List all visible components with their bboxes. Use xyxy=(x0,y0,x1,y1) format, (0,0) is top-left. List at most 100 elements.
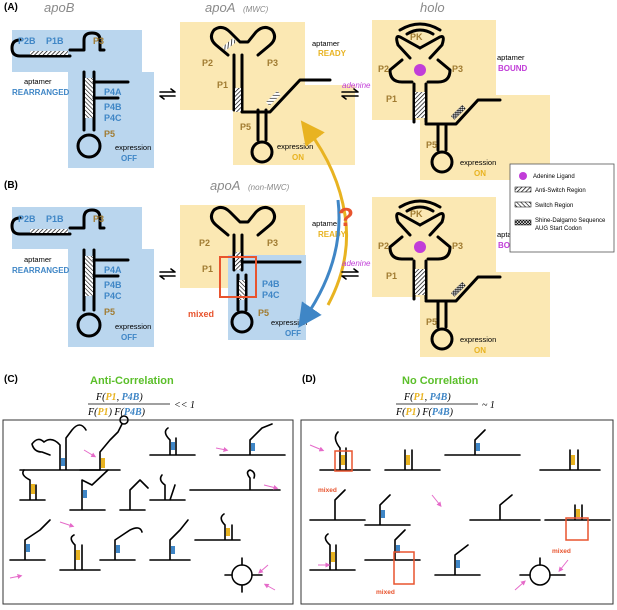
status-bound-a: BOUND xyxy=(498,64,528,73)
apob-structure-b: P2B P1B P3 P4A P4B P4C P5 xyxy=(10,207,154,347)
helix-p1b-label-a: P1B xyxy=(46,36,64,46)
mixed-label-d3: mixed xyxy=(376,589,395,596)
status-ready-a: READY xyxy=(318,49,347,58)
legend-item-1: Anti-Switch Region xyxy=(535,188,586,194)
holo-structure-a: PK P2 P3 P1 P5 xyxy=(372,20,550,180)
formula-d: F(P1, P4B) F(P1) F(P4B) ~ 1 xyxy=(395,392,495,418)
expression-word-b2: expression xyxy=(271,318,307,327)
adenine-ligand-icon-b xyxy=(414,241,426,253)
status-off-a: OFF xyxy=(121,154,137,163)
svg-text:apoA: apoA xyxy=(210,178,240,193)
helix-p2-label-a2: P2 xyxy=(378,64,389,74)
helix-p4c-label-b: P4C xyxy=(104,291,122,301)
mixed-box-d2 xyxy=(565,517,589,541)
helix-p5-label-b1: P5 xyxy=(104,307,115,317)
status-off-b1: OFF xyxy=(121,333,137,342)
state-apoa-nonmwc-title: apoA (non-MWC) xyxy=(210,178,290,193)
equilibrium-arrow-b2 xyxy=(341,268,359,280)
helix-p3-label-a2: P3 xyxy=(267,58,278,68)
holo-structure-b: PK P2 P3 P1 P5 xyxy=(372,197,550,357)
ligand-dot-icon xyxy=(519,172,527,180)
helix-p1-label-a2: P1 xyxy=(386,94,397,104)
aptamer-word-b1: aptamer xyxy=(24,255,52,264)
expression-word-b1: expression xyxy=(115,322,151,331)
expression-word-b3: expression xyxy=(460,335,496,344)
svg-text:<< 1: << 1 xyxy=(174,400,195,411)
panel-c-label: (C) xyxy=(4,374,18,385)
helix-p4a-label-b: P4A xyxy=(104,265,122,275)
transition-arrow-to-nonmwc xyxy=(298,199,341,328)
helix-p2b-label-b: P2B xyxy=(18,214,36,224)
pink-pointer-arrows-c xyxy=(9,447,279,591)
svg-text:F(P1) F(P4B): F(P1) F(P4B) xyxy=(87,407,146,418)
legend-box: Adenine Ligand Anti-Switch Region Switch… xyxy=(509,163,615,253)
legend-item-0: Adenine Ligand xyxy=(533,174,575,180)
panel-b-label: (B) xyxy=(4,180,18,191)
helix-p2-label-a: P2 xyxy=(202,58,213,68)
adenine-label-a: adenine xyxy=(342,81,371,90)
mixed-box-d1 xyxy=(334,450,353,472)
status-rearranged-b: REARRANGED xyxy=(12,266,70,275)
legend-item-4: AUG Start Codon xyxy=(535,226,582,232)
aptamer-word-a2: aptamer xyxy=(312,39,340,48)
svg-text:F(P1, P4B): F(P1, P4B) xyxy=(403,392,451,403)
helix-p5-label-a3: P5 xyxy=(426,140,437,150)
status-on-b: ON xyxy=(474,346,486,355)
helix-p3-label-a3: P3 xyxy=(452,64,463,74)
adenine-ligand-icon-a xyxy=(414,64,426,76)
svg-text:(non-MWC): (non-MWC) xyxy=(248,183,290,192)
no-correlation-title: No Correlation xyxy=(402,375,479,387)
svg-text:~ 1: ~ 1 xyxy=(482,400,495,411)
mixed-box-d3 xyxy=(393,551,415,585)
state-holo-title: holo xyxy=(420,0,445,15)
svg-text:F(P1, P4B): F(P1, P4B) xyxy=(95,392,143,403)
mixed-highlight-box xyxy=(219,256,257,298)
sd-sequence-icon xyxy=(514,219,532,226)
status-on-a2: ON xyxy=(474,169,486,178)
ensemble-box-c xyxy=(2,419,294,605)
legend-item-2: Switch Region xyxy=(535,203,573,209)
apoa-nonmwc-structure: P2 P3 P1 P4B P4C P5 xyxy=(180,205,306,340)
helix-p1-label-b2: P1 xyxy=(386,271,397,281)
adenine-label-b: adenine xyxy=(342,259,371,268)
helix-p3-label-a1: P3 xyxy=(93,36,104,46)
helix-p3-label-b3: P3 xyxy=(452,241,463,251)
question-mark: ? xyxy=(338,202,354,232)
status-off-b2: OFF xyxy=(285,329,301,338)
expression-word-a2: expression xyxy=(277,142,313,151)
transition-arrow-to-mwc xyxy=(300,120,349,306)
helix-p5-label-a1: P5 xyxy=(104,129,115,139)
formula-c: F(P1, P4B) F(P1) F(P4B) << 1 xyxy=(87,392,195,418)
legend-item-3: Shine-Dalgarno Sequence xyxy=(535,218,606,224)
expression-word-a1: expression xyxy=(115,143,151,152)
svg-text:F(P1) F(P4B): F(P1) F(P4B) xyxy=(395,407,454,418)
ensemble-structures-d xyxy=(309,429,611,586)
helix-p1-label-b1: P1 xyxy=(202,264,213,274)
helix-p2b-label-a: P2B xyxy=(18,36,36,46)
mixed-label-d1: mixed xyxy=(318,487,337,494)
equilibrium-arrow-b1 xyxy=(159,268,176,280)
expression-word-a3: expression xyxy=(460,158,496,167)
status-ready-b: READY xyxy=(318,230,347,239)
helix-p3-label-b1: P3 xyxy=(93,214,104,224)
aptamer-word-a3: aptamer xyxy=(497,53,525,62)
apob-structure-a: P2B P1B P3 P4A P4B P4C P5 xyxy=(10,30,154,168)
equilibrium-arrow-a2 xyxy=(341,88,359,100)
mixed-label-b: mixed xyxy=(188,309,214,319)
helix-p2-label-b2: P2 xyxy=(378,241,389,251)
ensemble-box-d xyxy=(300,419,614,605)
helix-p4b-label-b2: P4B xyxy=(262,279,280,289)
ensemble-structures-c xyxy=(9,415,286,593)
aptamer-word-b2: aptamer xyxy=(312,219,340,228)
helix-p5-label-a2: P5 xyxy=(240,122,251,132)
helix-p4b-label-b: P4B xyxy=(104,280,122,290)
helix-p4a-label-a: P4A xyxy=(104,87,122,97)
pink-pointer-arrows-d xyxy=(309,444,569,591)
helix-pk-label-b: PK xyxy=(410,209,423,219)
helix-p5-label-b2: P5 xyxy=(258,308,269,318)
helix-p3-label-b2: P3 xyxy=(267,238,278,248)
status-on-a1: ON xyxy=(292,153,304,162)
helix-p4b-label-a: P4B xyxy=(104,102,122,112)
apoa-mwc-structure: P2 P3 P1 P5 xyxy=(180,22,355,165)
